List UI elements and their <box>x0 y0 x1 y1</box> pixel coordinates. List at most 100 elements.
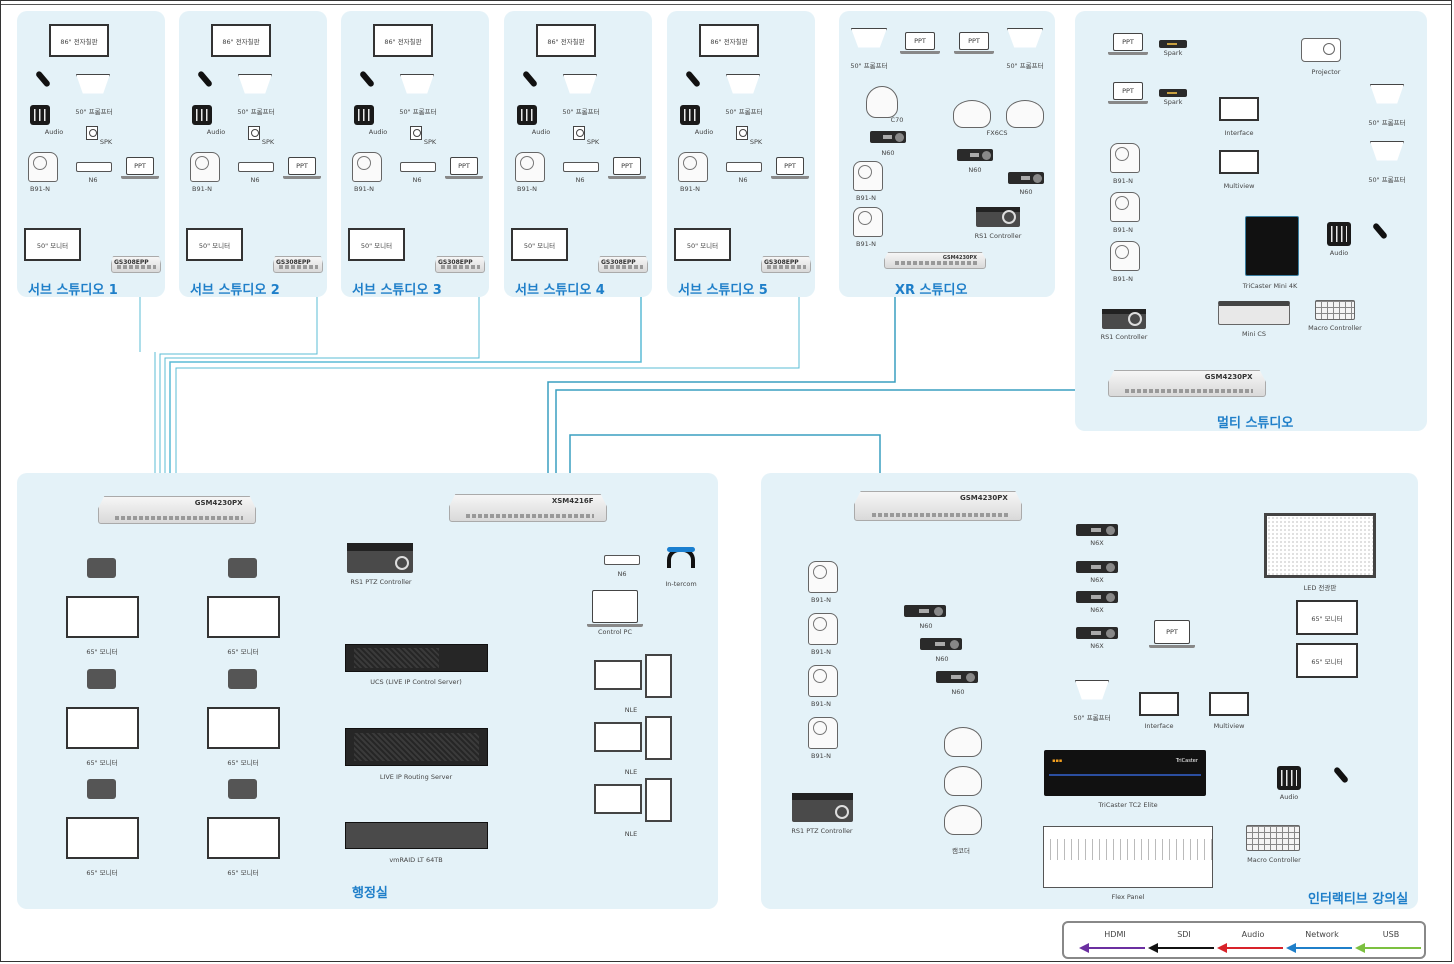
zone-title-sub3: 서브 스튜디오 3 <box>352 283 442 298</box>
speaker <box>573 126 585 140</box>
camcorder <box>944 805 982 835</box>
macro-controller-lecture <box>1246 825 1300 851</box>
prompter-label: 50" 프롬프터 <box>562 108 600 116</box>
multiview-monitor-multi-label: Multiview <box>1223 182 1255 190</box>
ndi-n6-label: N6 <box>738 176 748 184</box>
rs1-ptz-controller-admin <box>347 543 413 573</box>
speaker-label: SPK <box>586 138 600 146</box>
spark-a-label: Spark <box>1163 49 1183 57</box>
monitor-65-admin-label: 65" 모니터 <box>227 648 259 656</box>
smartboard-label: 86" 전자칠판 <box>222 37 260 46</box>
laptop-ppt: PPT <box>283 157 321 179</box>
ptz-camera-lecture-label: B91-N <box>811 648 831 656</box>
monitor-65-admin-label: 65" 모니터 <box>227 759 259 767</box>
laptop-ppt-right: PPT <box>954 32 994 54</box>
ptz-camera-label: B91-N <box>517 185 537 193</box>
monitor-65-lecture-b: 65" 모니터 <box>1296 643 1358 678</box>
encoder-n6x-label: N6X <box>1090 539 1104 547</box>
monitor-65-admin <box>207 817 280 859</box>
monitor-label: 50" 모니터 <box>360 241 393 250</box>
zone-title-sub1: 서브 스튜디오 1 <box>28 283 118 298</box>
laptop-ppt-lecture: PPT <box>1149 620 1195 648</box>
zone-title-lecture: 인터랙티브 강의실 <box>1308 892 1409 907</box>
control-pc-label: Control PC <box>597 628 633 636</box>
laptop-label: PPT <box>296 162 308 170</box>
audio-multi-label: Audio <box>1329 249 1349 257</box>
interface-monitor-lecture <box>1139 692 1179 716</box>
live-ip-routing-server-label: LIVE IP Routing Server <box>379 773 453 781</box>
audio-mixer-icon <box>517 105 537 125</box>
laptop-ppt: PPT <box>121 157 159 179</box>
monitor-label: 50" 모니터 <box>686 241 719 250</box>
ptz-camera-xr-a-label: B91-N <box>856 194 876 202</box>
ndi-n6-label: N6 <box>412 176 422 184</box>
ucs-server <box>345 644 488 672</box>
rs1-ptz-controller-lecture-label: RS1 PTZ Controller <box>791 827 853 835</box>
ptz-camera-label: B91-N <box>192 185 212 193</box>
camera-c70-label: C70 <box>890 116 904 124</box>
interface-monitor-multi <box>1219 97 1259 121</box>
wire-network <box>164 272 480 496</box>
switch-label: GS308EPP <box>764 259 799 266</box>
laptop-label: PPT <box>458 162 470 170</box>
smartboard-86: 86" 전자칠판 <box>536 24 596 57</box>
monitor-65-admin-label: 65" 모니터 <box>86 759 118 767</box>
switch-admin-gsm: GSM4230PX <box>98 496 256 524</box>
ndi-n6-label: N6 <box>250 176 260 184</box>
nle-workstation-tower <box>645 716 672 760</box>
zone-title-admin: 행정실 <box>352 886 388 901</box>
encoder-n60-lecture <box>936 671 978 683</box>
ndi-n6 <box>76 162 112 172</box>
monitor-50: 50" 모니터 <box>348 228 405 261</box>
speaker-label: SPK <box>261 138 275 146</box>
speaker <box>410 126 422 140</box>
encoder-n6x <box>1076 591 1118 603</box>
encoder-c70 <box>870 131 906 143</box>
encoder-n6x <box>1076 561 1118 573</box>
speaker-label: SPK <box>99 138 113 146</box>
laptop-ppt-left: PPT <box>900 32 940 54</box>
legend-arrow-network <box>1286 943 1352 953</box>
switch-label: GS308EPP <box>601 259 636 266</box>
monitor-65-admin-label: 65" 모니터 <box>227 869 259 877</box>
prompter-multi-a-label: 50" 프롬프터 <box>1368 119 1406 127</box>
ndi-receiver <box>87 669 116 689</box>
rs1-controller-xr-label: RS1 Controller <box>974 232 1022 240</box>
encoder-n6x-label: N6X <box>1090 576 1104 584</box>
switch-gs308epp: GS308EPP <box>435 256 485 273</box>
wire-network <box>175 272 800 496</box>
ndi-receiver <box>228 779 257 799</box>
prompter-label: 50" 프롬프터 <box>237 108 275 116</box>
ptz-camera-lecture-label: B91-N <box>811 752 831 760</box>
smartboard-label: 86" 전자칠판 <box>710 37 748 46</box>
tricaster-tc2-label: TriCaster TC2 Elite <box>1098 801 1158 809</box>
ndi-n6 <box>563 162 599 172</box>
encoder-fx6-b <box>1008 172 1044 184</box>
ndi-n6-admin-label: N6 <box>617 570 627 578</box>
flex-panel-label: Flex Panel <box>1111 893 1145 901</box>
rs1-ptz-controller-admin-label: RS1 PTZ Controller <box>350 578 412 586</box>
wire-network <box>569 434 881 494</box>
audio-label: Audio <box>694 128 714 136</box>
ptz-camera-lecture <box>808 561 838 593</box>
multiview-monitor-lecture-label: Multiview <box>1213 722 1245 730</box>
smartboard-label: 86" 전자칠판 <box>547 37 585 46</box>
ptz-camera-label: B91-N <box>30 185 50 193</box>
switch-label: GSM4230PX <box>942 255 977 261</box>
camera-fx6-b <box>1006 100 1044 128</box>
ptz-camera <box>678 152 708 182</box>
camcorder <box>944 727 982 757</box>
tricaster-tc2-elite: ▪▪▪TriCaster <box>1044 750 1206 796</box>
rs1-controller-xr <box>976 207 1020 227</box>
nle-label: NLE <box>624 830 638 838</box>
encoder-n60-lecture <box>920 638 962 650</box>
smartboard-86: 86" 전자칠판 <box>373 24 433 57</box>
wire-network <box>547 268 896 494</box>
led-wall <box>1264 513 1376 578</box>
ptz-camera-xr-a <box>853 161 883 191</box>
mini-cs-label: Mini CS <box>1241 330 1267 338</box>
wire-network <box>159 272 318 496</box>
ptz-camera-multi-b-label: B91-N <box>1113 226 1133 234</box>
ptz-camera-multi-c <box>1110 241 1140 271</box>
monitor-label: 65" 모니터 <box>1311 614 1343 623</box>
